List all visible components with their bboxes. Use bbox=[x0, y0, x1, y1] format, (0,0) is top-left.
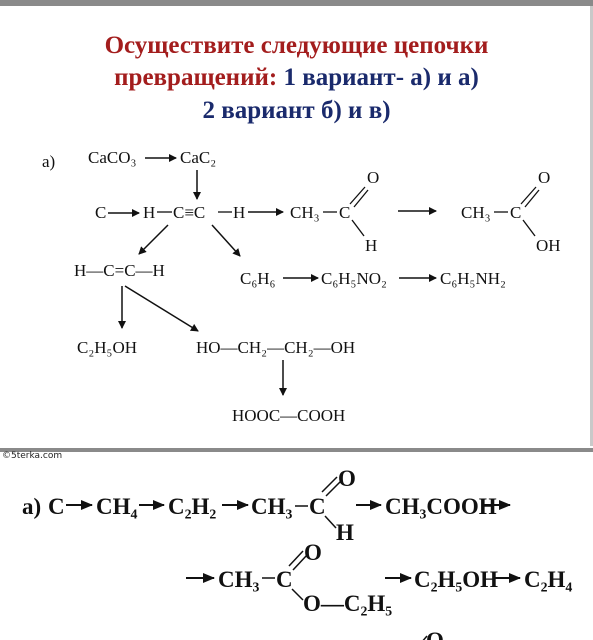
arrow-ethylene-glycol bbox=[124, 285, 199, 332]
acid-oh: OH bbox=[536, 236, 561, 255]
arrow-acetylene-benzene bbox=[211, 224, 241, 257]
formula-ethanol: C₂H₅OH bbox=[77, 338, 137, 357]
acetylene-triple: C≡C bbox=[173, 203, 205, 222]
scheme-1: а) CaCO₃ CaC₂ C H C≡C H CH₃ C O H CH₃ C … bbox=[42, 148, 561, 425]
s2-c2h4: C₂H₄ bbox=[524, 567, 572, 592]
formula-benzene: C₆H₆ bbox=[240, 269, 276, 288]
acid-ch3: CH₃ bbox=[461, 203, 491, 222]
formula-caco3: CaCO₃ bbox=[88, 148, 137, 167]
s2-ester-oc2h5: O—C₂H₅ bbox=[303, 591, 392, 616]
s2-ald-c: C bbox=[309, 494, 326, 519]
scheme-2: а) C CH₄ C₂H₂ CH₃ C O H CH₃COOH CH₃ C O … bbox=[22, 466, 572, 640]
title-red-part: превращений: bbox=[114, 64, 278, 91]
s2-ch3cooh: CH₃COOH bbox=[385, 494, 497, 519]
title-line-3: 2 вариант б) и в) bbox=[202, 97, 391, 124]
s2-ald-h: H bbox=[336, 520, 354, 545]
formula-aniline: C₆H₅NH₂ bbox=[440, 269, 506, 288]
formula-oxalic: HOOC—COOH bbox=[232, 406, 345, 425]
title-blue-part: 1 вариант- а) и а) bbox=[277, 64, 479, 91]
s2-ald-o: O bbox=[338, 466, 356, 491]
title-line-2: превращений: 1 вариант- а) и а) bbox=[0, 64, 593, 92]
formula-carbon: C bbox=[95, 203, 106, 222]
title-line-1: Осуществите следующие цепочки bbox=[104, 32, 489, 59]
s2-bottom-o: O bbox=[426, 628, 444, 640]
section-divider bbox=[0, 448, 593, 452]
acetaldehyde-c: C bbox=[339, 203, 350, 222]
formula-ethylene: H—C=C—H bbox=[74, 261, 165, 280]
s2-ch4: CH₄ bbox=[96, 494, 138, 519]
s2-c2h5oh: C₂H₅OH bbox=[414, 567, 498, 592]
s2-carbon: C bbox=[48, 494, 65, 519]
s2-ester-ch3: CH₃ bbox=[218, 567, 260, 592]
s2-c2h2: C₂H₂ bbox=[168, 494, 216, 519]
formula-glycol: HO—CH₂—CH₂—OH bbox=[196, 338, 355, 357]
acetylene-h-left: H bbox=[143, 203, 155, 222]
formula-cac2: CaC₂ bbox=[180, 148, 216, 167]
s2-ald-ch3: CH₃ bbox=[251, 494, 293, 519]
right-border bbox=[590, 6, 593, 446]
scheme2-label: а) bbox=[22, 494, 41, 519]
formula-nitrobenzene: C₆H₅NO₂ bbox=[321, 269, 387, 288]
acetylene-h-right: H bbox=[233, 203, 245, 222]
scheme1-label: а) bbox=[42, 152, 55, 171]
acetaldehyde-h: H bbox=[365, 236, 377, 255]
acid-o: O bbox=[538, 168, 550, 187]
acetaldehyde-o: O bbox=[367, 168, 379, 187]
watermark: ©5terka.com bbox=[2, 451, 63, 461]
s2-ester-c: C bbox=[276, 567, 293, 592]
arrow-acetylene-ethylene bbox=[138, 224, 169, 255]
acid-c: C bbox=[510, 203, 521, 222]
s2-ester-o: O bbox=[304, 540, 322, 565]
top-border bbox=[0, 0, 593, 6]
acetaldehyde-ch3: CH₃ bbox=[290, 203, 320, 222]
